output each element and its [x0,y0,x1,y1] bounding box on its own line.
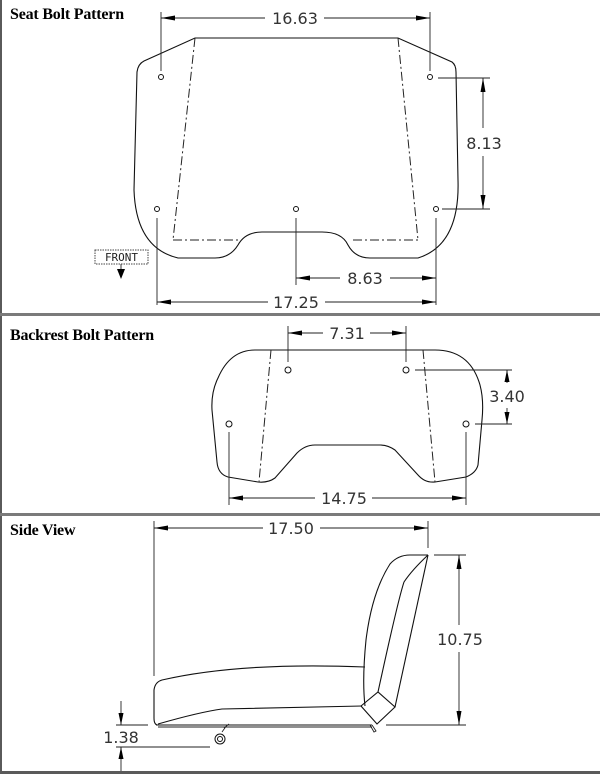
panel-divider-2 [0,513,600,516]
seat-dim-top-width: 16.63 [160,9,431,71]
seat-dim-bottom-width: 17.25 [156,218,436,312]
panel-divider-1 [0,313,600,316]
side-depth-value: 17.50 [268,519,314,538]
side-dim-depth: 17.50 [153,519,429,676]
seat-dim-vertical: 8.13 [438,77,502,210]
backrest-dim-vertical: 3.40 [415,369,525,425]
front-arrow-icon [117,269,125,279]
backrest-bottom-width-value: 14.75 [321,489,367,508]
side-panel-title: Side View [10,522,76,539]
front-label: FRONT [105,251,138,264]
backrest-top-width-value: 7.31 [329,324,365,343]
seat-panel-title: Seat Bolt Pattern [10,6,124,23]
frame-left-border [0,0,2,774]
seat-outline [133,37,459,259]
backrest-dim-bottom-width: 14.75 [228,432,467,508]
front-indicator: FRONT [94,249,149,279]
side-clearance-value: 1.38 [103,728,139,747]
seat-dim-half-width: 8.63 [295,218,437,305]
side-dim-height: 10.75 [386,554,483,726]
backrest-panel-title: Backrest Bolt Pattern [10,327,154,344]
frame-bottom-border [0,771,600,774]
seat-half-width-value: 8.63 [347,269,383,288]
backrest-outline [211,349,484,483]
seat-bolt-holes [154,74,439,212]
seat-top-width-value: 16.63 [272,9,318,28]
side-view-seat [153,554,429,745]
backrest-vertical-value: 3.40 [489,387,525,406]
seat-bottom-width-value: 17.25 [273,293,319,312]
backrest-bolt-holes [225,366,470,428]
side-height-value: 10.75 [437,630,483,649]
side-dim-clearance: 1.38 [103,701,210,771]
backrest-dim-top-width: 7.31 [287,324,407,362]
seat-vertical-value: 8.13 [466,134,502,153]
